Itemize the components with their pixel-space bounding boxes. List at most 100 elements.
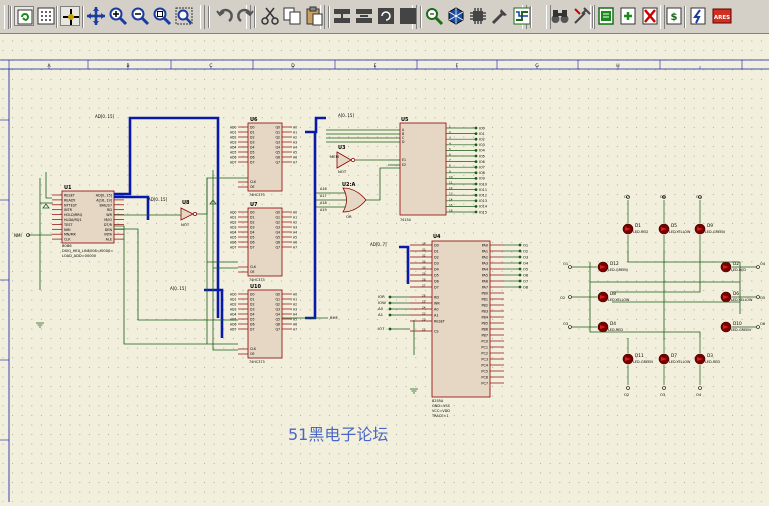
- toolbar-grip[interactable]: [200, 5, 205, 29]
- block-move-button[interactable]: [354, 6, 374, 26]
- u1-value: 8086: [62, 243, 72, 248]
- origin-button[interactable]: [60, 6, 80, 26]
- pa-label: O5: [523, 267, 528, 271]
- u7-pin-label: D7: [250, 245, 254, 249]
- netlist-to-ares-button[interactable]: ARES: [712, 6, 732, 26]
- u5-pin-num: 11: [449, 181, 453, 185]
- terminal: [568, 325, 572, 329]
- undo-button[interactable]: [214, 6, 234, 26]
- u10-pin-label: D5: [250, 317, 254, 321]
- u4-pin-label: PC3: [481, 357, 488, 361]
- u7-net-label: AD6: [230, 240, 236, 244]
- pan-icon: [87, 7, 105, 25]
- toolbar-grip[interactable]: [4, 5, 9, 29]
- zoom-area-button[interactable]: [174, 6, 194, 26]
- remove-sheet-button[interactable]: [640, 6, 660, 26]
- u6-net-label: AD3: [230, 140, 236, 144]
- led-value: LED-GREEN: [633, 360, 653, 364]
- u4-pin-num: 29: [422, 272, 426, 276]
- cut-icon: [261, 7, 279, 25]
- u5-pin-num: 5: [449, 147, 451, 151]
- block-rotate-button[interactable]: [376, 6, 396, 26]
- u5-io-label: IO11: [479, 188, 487, 192]
- toolbar-grip[interactable]: [246, 5, 251, 29]
- u5-pin-num: 16: [449, 209, 453, 213]
- u7-ref: U7: [250, 202, 258, 208]
- u4-value: 8255A: [432, 399, 444, 403]
- u6-net-label: AD4: [230, 145, 236, 149]
- cut-button[interactable]: [260, 6, 280, 26]
- add-sheet-button[interactable]: [618, 6, 638, 26]
- led-value: LED-GREEN: [731, 328, 751, 332]
- add-sheet-icon: [620, 7, 636, 25]
- u5-pin-num: 9: [449, 169, 451, 173]
- u4-terminal: [388, 307, 392, 311]
- u7-pin-label: D0: [250, 210, 254, 214]
- electrical-check-button[interactable]: [688, 6, 708, 26]
- toolbar-separator: [10, 6, 12, 28]
- origin-icon: [63, 9, 79, 25]
- u7-pin-label: D5: [250, 235, 254, 239]
- led-glyph: [697, 227, 703, 231]
- u5-pin-num: 7: [449, 158, 451, 162]
- pick-device-button[interactable]: [424, 6, 444, 26]
- u1-pin-label: RESET: [64, 194, 76, 198]
- redo-button[interactable]: [236, 6, 256, 26]
- u10-ref: U10: [250, 284, 262, 290]
- ground-symbol: [410, 388, 418, 394]
- toolbar-grip[interactable]: [590, 5, 595, 29]
- led-port-label: O4: [760, 262, 766, 266]
- u5-io-label: IO1: [479, 132, 485, 136]
- a1-label: A1: [378, 312, 384, 317]
- property-tool-button[interactable]: [572, 6, 592, 26]
- u7-net-label: A0: [293, 210, 297, 214]
- packaging-tool-button[interactable]: [468, 6, 488, 26]
- toolbar-separator: [592, 6, 594, 28]
- led-ref: D2: [733, 261, 739, 267]
- u2-value: OR: [346, 214, 352, 219]
- bus-label: A[0..15]: [170, 286, 186, 291]
- u5-terminal: [474, 205, 478, 208]
- block-copy-button[interactable]: [332, 6, 352, 26]
- u5-ref: U5: [401, 117, 409, 123]
- net-label: A19: [320, 208, 327, 212]
- u6-value: 74HC373: [249, 193, 265, 197]
- toolbar-grip[interactable]: [660, 5, 665, 29]
- u1-ref: U1: [64, 185, 72, 191]
- u1-pin-label: DT/R: [104, 223, 113, 227]
- block-delete-button[interactable]: [398, 6, 418, 26]
- u4-pin-label: D4: [434, 267, 439, 271]
- wire-autorouter-button[interactable]: [512, 6, 532, 26]
- u5-io-label: IO9: [479, 177, 485, 181]
- paste-button[interactable]: [304, 6, 324, 26]
- u6-pin-label: D0: [250, 125, 254, 129]
- zoom-out-button[interactable]: [130, 6, 150, 26]
- redraw-button[interactable]: [14, 6, 34, 26]
- zoom-all-button[interactable]: [152, 6, 172, 26]
- make-device-button[interactable]: [446, 6, 466, 26]
- grid-toggle-button[interactable]: [36, 6, 56, 26]
- u4-pin-label: PC7: [481, 381, 488, 385]
- search-tag-button[interactable]: [550, 6, 570, 26]
- ares-icon: ARES: [712, 8, 732, 24]
- bill-of-materials-button[interactable]: $: [664, 6, 684, 26]
- u4-pin-label: A0: [434, 307, 438, 311]
- copy-button[interactable]: [282, 6, 302, 26]
- new-sheet-button[interactable]: [596, 6, 616, 26]
- u5-pin-num: 12: [449, 186, 453, 190]
- u4-pin-label: PB5: [481, 321, 488, 325]
- terminal: [698, 195, 702, 199]
- u7-net-label: A6: [293, 240, 297, 244]
- toolbar-grip[interactable]: [546, 5, 551, 29]
- u1-pin-label: HLDA/RQ1: [64, 218, 82, 222]
- ruler-column-label: C: [209, 63, 212, 69]
- u5-terminal: [474, 154, 478, 158]
- zoom-in-button[interactable]: [108, 6, 128, 26]
- pan-button[interactable]: [86, 6, 106, 26]
- decompose-button[interactable]: [490, 6, 510, 26]
- undo-icon: [216, 8, 233, 23]
- u4-pin-label: D6: [434, 279, 439, 283]
- u10-pin-label: Q2: [275, 302, 280, 306]
